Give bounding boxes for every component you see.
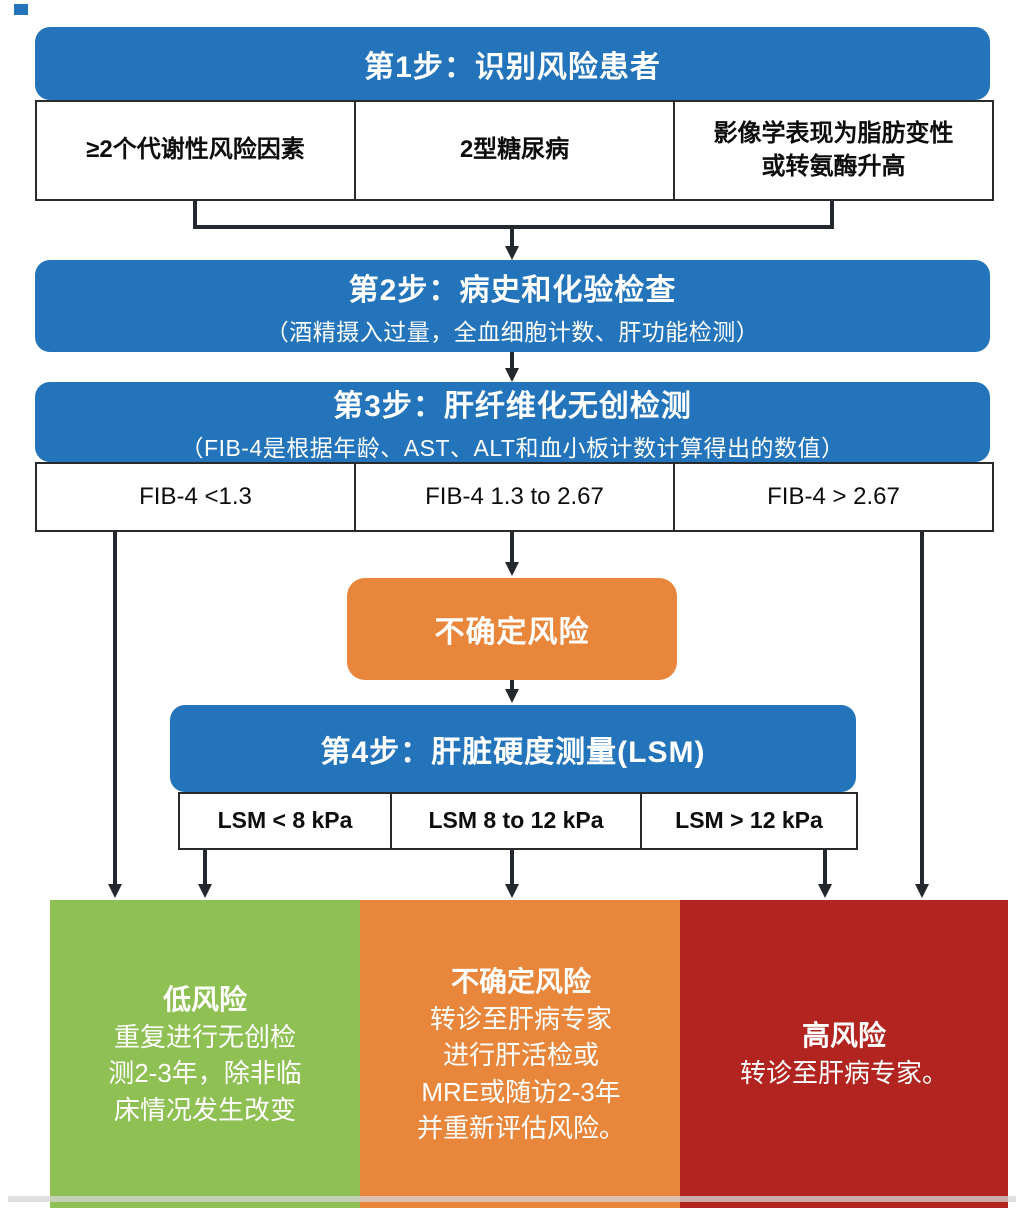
step4-header: 第4步：肝脏硬度测量(LSM) xyxy=(170,705,856,792)
indeterminate-risk-box: 不确定风险 xyxy=(347,578,677,680)
lsm-high-box: LSM > 12 kPa xyxy=(640,794,856,848)
outcome-high-risk: 高风险 转诊至肝病专家。 xyxy=(680,900,1008,1208)
lsm-low-box: LSM < 8 kPa xyxy=(217,807,353,834)
fib4-mid-box: FIB-4 1.3 to 2.67 xyxy=(354,464,673,530)
criterion-imaging-steatosis-box: 影像学表现为脂肪变性 或转氨酶升高 xyxy=(673,102,992,199)
step1-title: 第1步：识别风险患者 xyxy=(364,50,661,84)
outcome-indeterminate-risk: 不确定风险 转诊至肝病专家 进行肝活检或 MRE或随访2-3年 并重新评估风险。 xyxy=(360,900,682,1208)
outcome-low-risk-body: 重复进行无创检 测2-3年，除非临 床情况发生改变 xyxy=(108,1022,302,1125)
step2-subtitle: （酒精摄入过量，全血细胞计数、肝功能检测） xyxy=(265,319,760,345)
step4-title: 第4步：肝脏硬度测量(LSM) xyxy=(320,735,706,769)
step2-title: 第2步：病史和化验检查 xyxy=(348,274,677,307)
step1-merge-connector xyxy=(193,197,834,229)
step1-header: 第1步：识别风险患者 xyxy=(35,27,990,100)
outcome-indeterminate-risk-body: 转诊至肝病专家 进行肝活检或 MRE或随访2-3年 并重新评估风险。 xyxy=(416,1003,625,1143)
step3-subtitle: （FIB-4是根据年龄、AST、ALT和血小板计数计算得出的数值） xyxy=(180,435,845,461)
criterion-type2-diabetes-box: 2型糖尿病 xyxy=(354,102,673,199)
scan-artifact-mark xyxy=(14,4,28,15)
outcome-high-risk-body: 转诊至肝病专家。 xyxy=(739,1058,948,1089)
outcome-indeterminate-risk-title: 不确定风险 xyxy=(450,965,591,997)
outcome-low-risk: 低风险 重复进行无创检 测2-3年，除非临 床情况发生改变 xyxy=(50,900,360,1208)
criterion-metabolic-risk-box: ≥2个代谢性风险因素 xyxy=(86,136,305,164)
step3-title: 第3步：肝纤维化无创检测 xyxy=(333,390,692,423)
outcome-high-risk-title: 高风险 xyxy=(801,1020,886,1052)
step1-criteria-row: ≥2个代谢性风险因素 2型糖尿病 影像学表现为脂肪变性 或转氨酶升高 xyxy=(35,100,994,201)
lsm-results-row: LSM < 8 kPa LSM 8 to 12 kPa LSM > 12 kPa xyxy=(178,792,858,850)
fib4-high-box: FIB-4 > 2.67 xyxy=(673,464,992,530)
fib4-low-box: FIB-4 <1.3 xyxy=(139,482,252,510)
step3-header: 第3步：肝纤维化无创检测 （FIB-4是根据年龄、AST、ALT和血小板计数计算… xyxy=(35,382,990,462)
scan-artifact-strip xyxy=(8,1196,1016,1202)
lsm-mid-box: LSM 8 to 12 kPa xyxy=(390,794,640,848)
step2-header: 第2步：病史和化验检查 （酒精摄入过量，全血细胞计数、肝功能检测） xyxy=(35,260,990,352)
outcome-low-risk-title: 低风险 xyxy=(162,983,247,1015)
fib4-results-row: FIB-4 <1.3 FIB-4 1.3 to 2.67 FIB-4 > 2.6… xyxy=(35,462,994,532)
